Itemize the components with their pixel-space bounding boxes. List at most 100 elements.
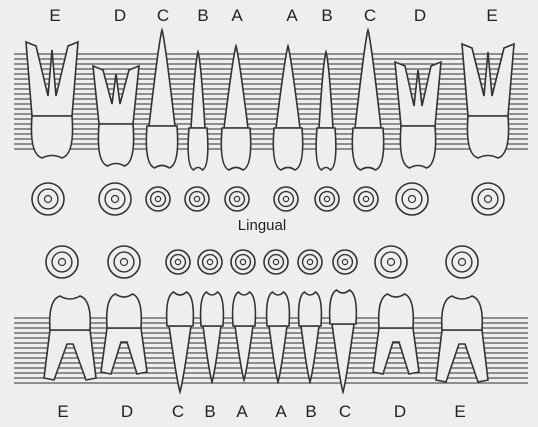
lower-occlusal-row	[46, 246, 478, 278]
occlusal-upper-left-D	[396, 183, 428, 215]
occlusal-lower-right-D	[108, 246, 140, 278]
upper-arch-horizontal-lines	[14, 54, 528, 149]
occlusal-outer	[166, 250, 190, 274]
upper-tooth-left-E	[462, 44, 514, 158]
upper-occlusal-row	[32, 183, 504, 215]
tooth-crown	[201, 292, 224, 326]
upper-label-left-D: D	[414, 6, 426, 26]
lower-tooth-left-D	[373, 294, 419, 374]
tooth-root	[436, 330, 488, 382]
upper-label-right-D: D	[114, 6, 126, 26]
occlusal-lower-right-C	[166, 250, 190, 274]
tooth-root	[93, 66, 139, 124]
upper-label-left-B: B	[321, 6, 332, 26]
tooth-root	[462, 44, 514, 116]
occlusal-outer	[198, 250, 222, 274]
upper-tooth-left-D	[395, 62, 441, 168]
occlusal-outer	[225, 187, 249, 211]
lower-label-right-E: E	[57, 402, 68, 422]
tooth-root	[169, 326, 191, 392]
tooth-root	[101, 328, 147, 374]
tooth-crown	[146, 126, 177, 168]
lower-tooth-left-E	[436, 296, 488, 382]
occlusal-outer	[108, 246, 140, 278]
occlusal-outer	[231, 250, 255, 274]
tooth-root	[26, 42, 78, 116]
tooth-crown	[31, 116, 72, 158]
occlusal-upper-left-C	[354, 187, 378, 211]
occlusal-outer	[264, 250, 288, 274]
occlusal-outer	[333, 250, 357, 274]
tooth-root	[373, 328, 419, 374]
lower-label-left-B: B	[305, 402, 316, 422]
occlusal-lower-left-B	[298, 250, 322, 274]
tooth-crown	[167, 292, 194, 326]
occlusal-lower-left-D	[375, 246, 407, 278]
tooth-crown	[188, 128, 208, 170]
occlusal-outer	[472, 183, 504, 215]
tooth-crown	[467, 116, 508, 158]
occlusal-upper-right-B	[185, 187, 209, 211]
lingual-label: Lingual	[238, 217, 286, 234]
occlusal-lower-left-C	[333, 250, 357, 274]
lower-tooth-left-C	[330, 290, 357, 392]
lower-tooth-right-D	[101, 294, 147, 374]
tooth-root	[395, 62, 441, 126]
occlusal-upper-left-E	[472, 183, 504, 215]
tooth-crown	[267, 292, 290, 326]
occlusal-upper-right-C	[146, 187, 170, 211]
lower-label-left-C: C	[339, 402, 351, 422]
lower-tooth-right-A	[233, 292, 256, 380]
upper-tooth-left-C	[352, 30, 383, 170]
tooth-root	[149, 30, 175, 126]
tooth-crown	[50, 296, 91, 330]
tooth-crown	[233, 292, 256, 326]
upper-label-left-A: A	[286, 6, 297, 26]
occlusal-upper-left-A	[274, 187, 298, 211]
tooth-crown	[352, 128, 383, 170]
upper-label-right-E: E	[49, 6, 60, 26]
occlusal-upper-right-E	[32, 183, 64, 215]
occlusal-outer	[274, 187, 298, 211]
lower-label-right-C: C	[172, 402, 184, 422]
occlusal-outer	[315, 187, 339, 211]
lower-label-right-D: D	[121, 402, 133, 422]
tooth-crown	[316, 128, 336, 170]
lower-tooth-right-C	[167, 292, 194, 392]
tooth-root	[224, 46, 248, 128]
occlusal-outer	[46, 246, 78, 278]
tooth-crown	[107, 294, 142, 328]
occlusal-lower-right-E	[46, 246, 78, 278]
tooth-root	[276, 46, 300, 128]
tooth-crown	[221, 128, 250, 170]
occlusal-upper-right-A	[225, 187, 249, 211]
tooth-crown	[400, 126, 435, 168]
upper-label-right-C: C	[157, 6, 169, 26]
upper-label-left-C: C	[364, 6, 376, 26]
lower-arch-teeth	[44, 290, 488, 392]
occlusal-upper-right-D	[99, 183, 131, 215]
upper-label-right-B: B	[197, 6, 208, 26]
occlusal-outer	[99, 183, 131, 215]
upper-tooth-right-D	[93, 66, 139, 166]
upper-tooth-right-B	[188, 52, 208, 170]
occlusal-lower-left-A	[264, 250, 288, 274]
occlusal-outer	[375, 246, 407, 278]
lower-label-right-B: B	[204, 402, 215, 422]
occlusal-upper-left-B	[315, 187, 339, 211]
tooth-crown	[330, 290, 357, 324]
lower-label-left-D: D	[394, 402, 406, 422]
occlusal-outer	[396, 183, 428, 215]
upper-tooth-right-E	[26, 42, 78, 158]
occlusal-outer	[146, 187, 170, 211]
upper-tooth-left-B	[316, 52, 336, 170]
occlusal-outer	[446, 246, 478, 278]
tooth-crown	[98, 124, 133, 166]
occlusal-outer	[32, 183, 64, 215]
lower-label-left-A: A	[275, 402, 286, 422]
tooth-crown	[442, 296, 483, 330]
tooth-crown	[379, 294, 414, 328]
tooth-crown	[299, 292, 322, 326]
